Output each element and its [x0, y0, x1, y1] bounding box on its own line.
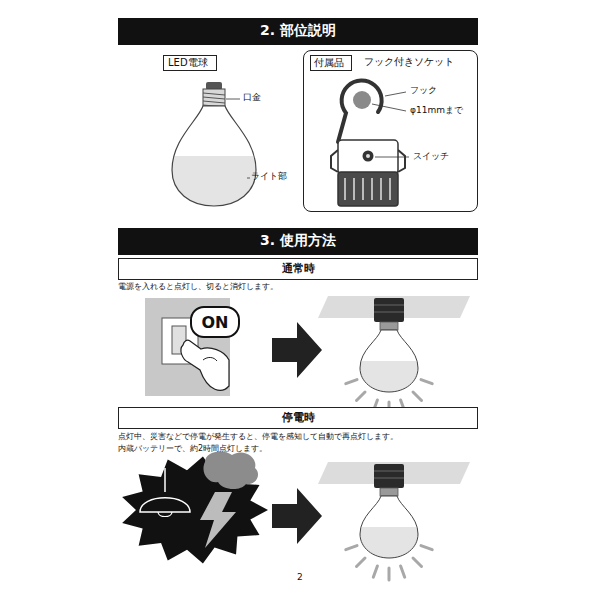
- node-text: LED電球: [168, 57, 212, 69]
- node-text: 通常時: [127, 262, 469, 275]
- section-header: 2. 部位説明: [118, 18, 478, 45]
- part-label: 口金: [243, 92, 261, 103]
- speech-bubble: ON: [190, 306, 240, 338]
- part-label: φ11mmまで: [410, 105, 463, 116]
- body-text: 点灯中、災害などで停電が発生すると、停電を感知して自動で再点灯します。: [118, 432, 398, 442]
- part-label: スイッチ: [413, 151, 449, 162]
- part-label: フック: [410, 85, 437, 96]
- body-text: 電源を入れると点灯し、切ると消灯します。: [118, 282, 278, 292]
- ceiling-bulb: [318, 462, 470, 580]
- subsection-bar: 停電時: [118, 407, 478, 429]
- node-text: 2. 部位説明: [126, 22, 470, 39]
- hook-socket: [331, 81, 409, 206]
- node-text: フック付きソケット: [364, 56, 473, 68]
- subsection-bar: 通常時: [118, 258, 478, 280]
- node-text: 付属品: [314, 57, 348, 69]
- node-text: 停電時: [127, 411, 469, 424]
- part-label: ライト部: [251, 171, 287, 182]
- part-tag: 付属品: [310, 55, 352, 71]
- page-number: 2: [297, 572, 303, 583]
- node-text: 3. 使用方法: [126, 232, 470, 249]
- section-header: 3. 使用方法: [118, 228, 478, 255]
- ceiling-bulb: [318, 296, 470, 414]
- accessory-box: フック付きソケット 付属品: [303, 50, 478, 212]
- outage-scene: [122, 451, 268, 563]
- part-tag: LED電球: [163, 55, 217, 71]
- block-arrow: [272, 488, 322, 544]
- node-text: ON: [196, 313, 234, 332]
- block-arrow: [272, 322, 322, 378]
- body-text: 内蔵バッテリーで、約2時間点灯します。: [118, 444, 267, 454]
